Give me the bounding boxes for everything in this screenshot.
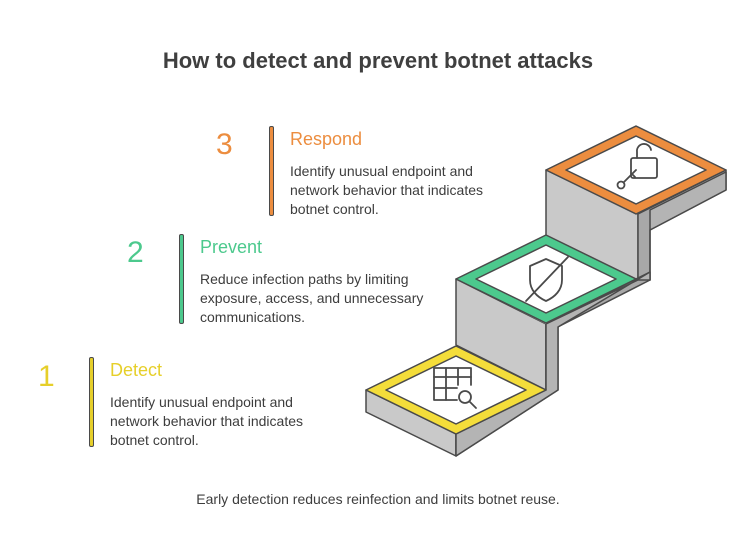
step-3-number: 3	[216, 128, 233, 161]
step-2-description: Reduce infection paths by limiting expos…	[200, 271, 424, 325]
step-2-number: 2	[127, 236, 144, 269]
step-2-title: Prevent	[200, 237, 263, 257]
page-title: How to detect and prevent botnet attacks	[162, 48, 594, 73]
step-1-number: 1	[38, 360, 55, 393]
step-3-accent-bar	[269, 126, 274, 216]
footer-note: Early detection reduces reinfection and …	[196, 491, 560, 507]
unlocked-padlock-key-icon	[616, 143, 658, 190]
step-2-accent-bar	[179, 234, 184, 324]
step-3-description: Identify unusual endpoint and network be…	[290, 163, 483, 217]
step-1-description: Identify unusual endpoint and network be…	[110, 394, 303, 448]
step-3-title: Respond	[290, 129, 363, 149]
step-1-accent-bar	[89, 357, 94, 447]
stair-top-detect	[365, 345, 547, 435]
step-1-title: Detect	[110, 360, 163, 380]
shield-off-icon	[525, 256, 569, 302]
table-search-icon	[433, 367, 477, 409]
